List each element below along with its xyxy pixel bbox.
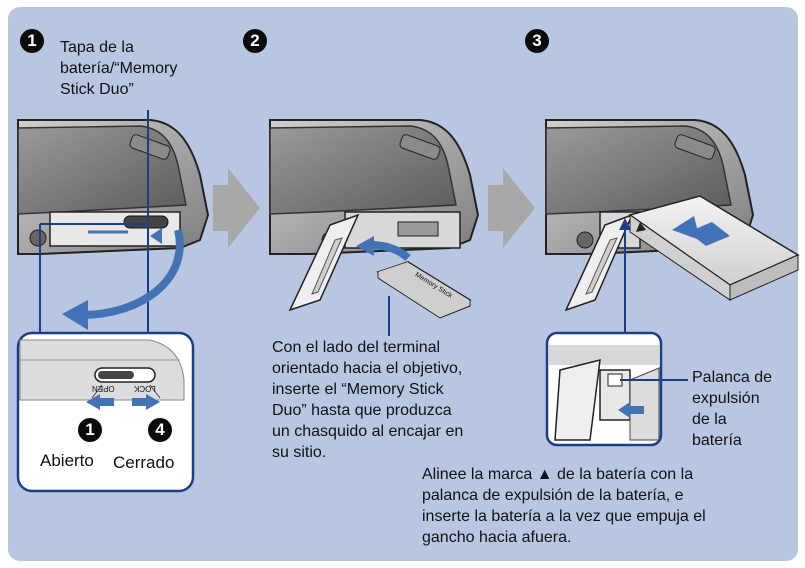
- battery-cover-label: Tapa de la batería/“Memory Stick Duo”: [60, 39, 178, 98]
- camera-2-illustration: [269, 119, 480, 319]
- open-label: Abierto: [40, 451, 94, 470]
- switch-open-label: OPEN: [92, 384, 115, 393]
- close-label: Cerrado: [113, 453, 175, 472]
- open-step-number: 1: [78, 418, 102, 442]
- step-1-number: 1: [20, 29, 44, 53]
- battery-eject-lever-label: Palanca de expulsión de la batería: [692, 369, 773, 449]
- camera-3-illustration: [545, 119, 800, 312]
- step-3-number: 3: [525, 29, 549, 53]
- step-2-number: 2: [243, 29, 267, 53]
- switch-lock-label: LOCK: [134, 384, 156, 393]
- step-3-instruction: Alinee la marca ▲ de la batería con la p…: [422, 466, 706, 546]
- step-2-instruction: Con el lado del terminal orientado hacia…: [272, 339, 464, 461]
- close-step-number: 4: [148, 418, 172, 442]
